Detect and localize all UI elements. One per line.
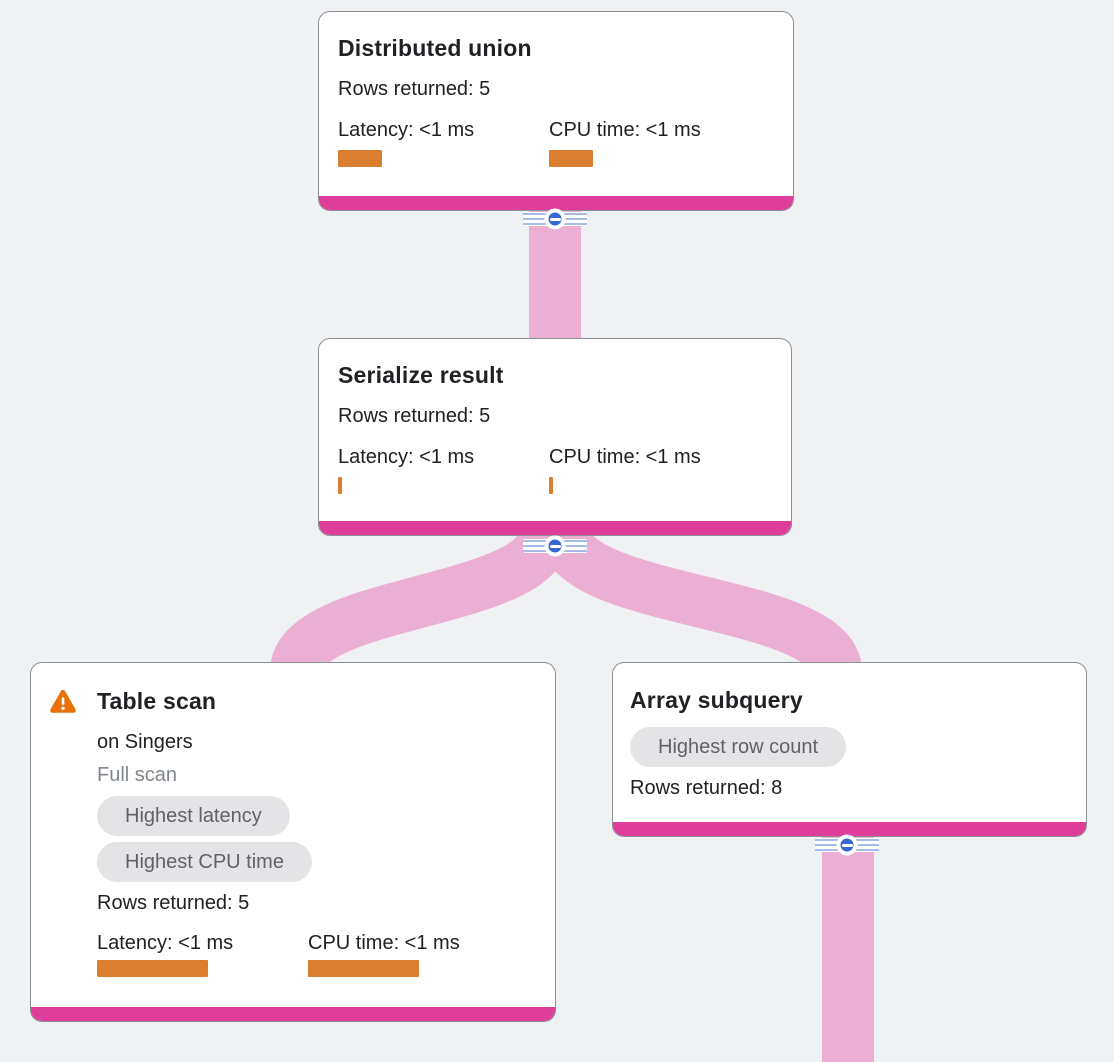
collapse-node-button[interactable] [544,208,566,230]
rows-returned: Rows returned: 5 [97,892,250,914]
badge-highest-cpu-time: Highest CPU time [97,842,312,882]
node-distributed-union[interactable]: Distributed union Rows returned: 5 Laten… [318,11,794,211]
minus-icon [841,843,853,847]
edge-stripes [523,208,587,230]
node-title: Table scan [97,688,217,714]
rows-returned: Rows returned: 5 [338,405,491,427]
latency-label: Latency: <1 ms [338,119,475,141]
node-accent-bar [31,1007,555,1021]
minus-icon [549,544,561,548]
warning-icon [49,689,77,714]
edge-stripes [523,535,587,557]
cpu-time-bar [549,150,593,167]
edge-serialize-result-to-array-subquery [539,527,862,677]
cpu-time-label: CPU time: <1 ms [308,932,460,954]
minus-icon [549,217,561,221]
node-table-scan[interactable]: Table scan on Singers Full scan Highest … [30,662,556,1022]
node-array-subquery[interactable]: Array subquery Highest row count Rows re… [612,662,1087,837]
node-note: Full scan [97,764,178,786]
node-title: Distributed union [338,35,532,61]
node-accent-bar [613,822,1086,836]
latency-label: Latency: <1 ms [97,932,234,954]
collapse-node-button[interactable] [836,834,858,856]
node-title: Array subquery [630,687,803,713]
latency-bar [97,960,208,977]
latency-bar [338,150,382,167]
rows-returned: Rows returned: 8 [630,777,783,799]
latency-label: Latency: <1 ms [338,446,475,468]
latency-bar [338,477,342,494]
node-serialize-result[interactable]: Serialize result Rows returned: 5 Latenc… [318,338,792,536]
node-accent-bar [319,196,793,210]
cpu-time-label: CPU time: <1 ms [549,119,701,141]
node-subtitle: on Singers [97,731,193,753]
badge-highest-latency: Highest latency [97,796,290,836]
cpu-time-bar [308,960,419,977]
rows-returned: Rows returned: 5 [338,78,491,100]
cpu-time-label: CPU time: <1 ms [549,446,701,468]
edge-stripes [815,834,879,856]
node-accent-bar [319,521,791,535]
node-title: Serialize result [338,362,504,388]
edge-serialize-result-to-table-scan [270,527,571,677]
collapse-node-button[interactable] [544,535,566,557]
badge-highest-row-count: Highest row count [630,727,847,767]
cpu-time-bar [549,477,553,494]
